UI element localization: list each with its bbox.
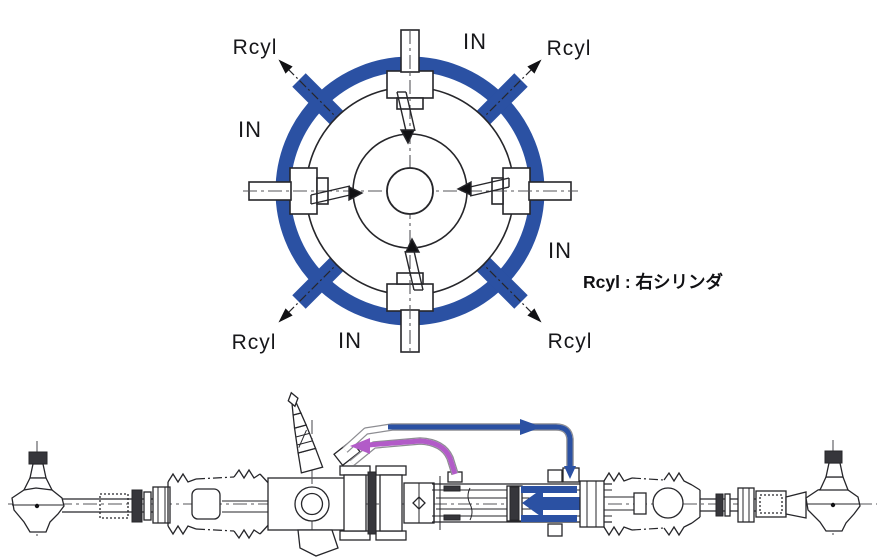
tie-rod-end-left: [11, 441, 171, 536]
valve-shaft-circle: [386, 167, 434, 215]
return-slot-right: [456, 177, 510, 197]
lock-nut-left: [152, 486, 171, 524]
pressure-flow-arrow-down: [564, 466, 576, 479]
label-rcyl-se: Rcyl: [548, 330, 593, 353]
cylinder-mounts: [339, 465, 435, 541]
steering-rack-diagram: [8, 391, 877, 557]
pressure-pipe: [388, 424, 573, 468]
power-cylinder: [432, 467, 612, 537]
valve-housing: [267, 391, 361, 557]
lock-nut-right: [737, 487, 755, 523]
return-slot-bottom: [404, 237, 424, 291]
rotary-valve-diagram: [243, 29, 578, 353]
hydraulic-pipes: [342, 419, 576, 479]
ball-stud-cap-left: [28, 451, 48, 465]
label-rcyl-ne: Rcyl: [547, 37, 592, 60]
label-in-bottom: IN: [338, 328, 362, 353]
return-slot-left: [310, 185, 364, 205]
flow-arrow-se: [527, 308, 542, 323]
rack-boot-right: [603, 471, 701, 537]
pressure-flow-arrow-right: [520, 419, 542, 435]
port-stub-right: [491, 167, 572, 215]
ball-joint-right: [805, 486, 861, 532]
label-rcyl-nw: Rcyl: [233, 36, 278, 59]
return-slot-top: [396, 91, 416, 145]
label-in-left: IN: [238, 117, 262, 142]
labels: Rcyl IN Rcyl IN IN Rcyl IN Rcyl Rcyl : 右…: [232, 29, 724, 354]
flow-arrow-ne: [527, 59, 542, 74]
return-flow-arrow-left: [350, 438, 370, 454]
flow-arrow-nw: [278, 59, 293, 74]
inner-ball-socket-left: [191, 488, 221, 520]
ball-joint-left: [11, 487, 65, 533]
legend-rcyl-definition: Rcyl : 右シリンダ: [583, 272, 724, 292]
label-in-right: IN: [548, 238, 572, 263]
inner-ball-socket-right: [652, 487, 684, 519]
rack-boot-left: [167, 468, 273, 540]
pressure-chamber-wall-bottom: [521, 515, 577, 522]
pressure-chamber-wall-top: [521, 486, 577, 493]
pressure-force-arrow: [522, 488, 588, 518]
return-pipe: [367, 438, 458, 475]
housing-bracket: [297, 529, 339, 557]
label-rcyl-sw: Rcyl: [232, 331, 277, 354]
ball-stud-cap-right: [824, 450, 843, 464]
pinion-boss: [294, 486, 330, 522]
input-shaft: [287, 391, 324, 474]
label-in-top: IN: [463, 29, 487, 54]
tie-rod-end-right: [700, 440, 861, 535]
valve-return-slots: [310, 91, 510, 291]
